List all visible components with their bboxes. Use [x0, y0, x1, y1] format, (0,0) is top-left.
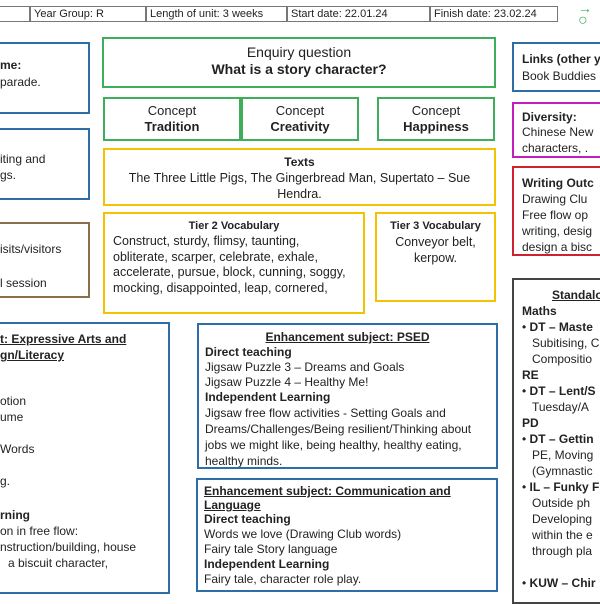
theme-title: me:: [0, 58, 22, 72]
standalone-title: Standalo: [552, 288, 600, 302]
tier3-body: Conveyor belt, kerpow.: [395, 235, 476, 265]
re-heading: RE: [522, 368, 539, 382]
diversity-title: Diversity:: [522, 110, 577, 124]
theme-text: parade.: [0, 75, 41, 89]
texts-title: Texts: [284, 155, 315, 169]
maths-line-2: Subitising, C: [532, 336, 600, 350]
writing-box: iting and gs.: [0, 128, 90, 200]
tier3-vocabulary-box: Tier 3 Vocabulary Conveyor belt, kerpow.: [375, 212, 496, 302]
enquiry-question: What is a story character?: [211, 61, 387, 77]
expressive-line-1: otion: [0, 394, 27, 408]
pd-heading: PD: [522, 416, 539, 430]
writing-outcome-title: Writing Outc: [522, 176, 594, 190]
standalone-box: Standalo Maths • DT – Maste Subitising, …: [512, 278, 600, 604]
concept-label: Concept: [147, 103, 197, 118]
maths-heading: Maths: [522, 304, 557, 318]
unit-length-cell: Length of unit: 3 weeks: [146, 6, 287, 22]
il-line-4: within the e: [532, 528, 593, 542]
links-text: Book Buddies: [522, 69, 597, 83]
texts-body: The Three Little Pigs, The Gingerbread M…: [128, 171, 471, 201]
cl-title: Enhancement subject: Communication and L…: [204, 484, 451, 512]
cl-direct-item-1: Words we love (Drawing Club words): [204, 527, 402, 541]
writing-outcome-box: Writing Outc Drawing Clu Free flow op wr…: [512, 166, 600, 256]
il-line-5: through pla: [532, 544, 593, 558]
concept-box-creativity: Concept Creativity: [241, 97, 359, 141]
psed-direct-item-1: Jigsaw Puzzle 3 – Dreams and Goals: [205, 360, 405, 374]
writing-outcome-line-4: design a bisc: [522, 240, 593, 254]
tier2-body: Construct, sturdy, flimsy, taunting, obl…: [113, 234, 346, 295]
writing-line-1: iting and: [0, 152, 46, 166]
theme-box: me: parade.: [0, 42, 90, 114]
maths-line-3: Compositio: [532, 352, 593, 366]
pd-line-3: (Gymnastic: [532, 464, 593, 478]
tier2-vocabulary-box: Tier 2 Vocabulary Construct, sturdy, fli…: [103, 212, 365, 314]
maths-item: • DT – Maste: [522, 320, 593, 334]
visits-box: isits/visitors l session: [0, 222, 90, 298]
diversity-line-2: characters, .: [522, 141, 589, 155]
tier3-title: Tier 3 Vocabulary: [390, 220, 481, 232]
links-title: Links (other y: [522, 52, 600, 66]
expressive-line-2: ume: [0, 410, 24, 424]
logo-icon: →○: [578, 0, 592, 29]
expressive-line-7: nstruction/building, house: [0, 540, 137, 554]
psed-independent-item-1: Jigsaw free flow activities - Setting Go…: [205, 406, 472, 468]
writing-outcome-line-3: writing, desig: [522, 224, 593, 238]
re-item: • DT – Lent/S: [522, 384, 596, 398]
writing-line-2: gs.: [0, 168, 17, 182]
cl-independent-item-1: Fairy tale, character role play.: [204, 572, 362, 586]
concept-box-happiness: Concept Happiness: [377, 97, 495, 141]
concept-label: Concept: [411, 103, 461, 118]
expressive-line-4: g.: [0, 474, 11, 488]
concept-name: Tradition: [144, 119, 200, 134]
diversity-box: Diversity: Chinese New characters, .: [512, 102, 600, 158]
visits-line-1: isits/visitors: [0, 242, 62, 256]
tier2-title: Tier 2 Vocabulary: [188, 220, 280, 232]
writing-outcome-line-2: Free flow op: [522, 208, 589, 222]
expressive-line-3: Words: [0, 442, 35, 456]
psed-direct-heading: Direct teaching: [205, 345, 292, 359]
finish-date-cell: Finish date: 23.02.24: [430, 6, 558, 22]
expressive-line-8: a biscuit character,: [8, 556, 109, 570]
year-group-cell: Year Group: R: [30, 6, 146, 22]
links-box: Links (other y Book Buddies: [512, 42, 600, 92]
psed-direct-item-2: Jigsaw Puzzle 4 – Healthy Me!: [205, 375, 369, 389]
diversity-line-1: Chinese New: [522, 125, 594, 139]
header-blank-cell: [0, 6, 30, 22]
concept-box-tradition: Concept Tradition: [103, 97, 241, 141]
pd-item: • DT – Gettin: [522, 432, 594, 446]
psed-independent-heading: Independent Learning: [205, 390, 331, 404]
cl-independent-heading: Independent Learning: [204, 557, 330, 571]
re-line-2: Tuesday/A: [532, 400, 589, 414]
enquiry-label: Enquiry question: [246, 44, 352, 60]
start-date-cell: Start date: 22.01.24: [287, 6, 430, 22]
il-line-3: Developing: [532, 512, 593, 526]
concept-name: Happiness: [403, 119, 469, 134]
texts-box: Texts The Three Little Pigs, The Gingerb…: [103, 148, 496, 206]
il-line-2: Outside ph: [532, 496, 591, 510]
visits-line-3: l session: [0, 276, 47, 290]
enquiry-box: Enquiry question What is a story charact…: [102, 37, 496, 88]
il-item: • IL – Funky F: [522, 480, 600, 494]
pd-line-2: PE, Moving: [532, 448, 594, 462]
cl-direct-item-2: Fairy tale Story language: [204, 542, 338, 556]
kuw-item: • KUW – Chir: [522, 576, 596, 590]
expressive-arts-box: t: Expressive Arts and gn/Literacy otion…: [0, 322, 170, 594]
psed-title: Enhancement subject: PSED: [265, 330, 430, 344]
writing-outcome-line-1: Drawing Clu: [522, 192, 588, 206]
cl-direct-heading: Direct teaching: [204, 512, 291, 526]
expressive-line-6: on in free flow:: [0, 524, 79, 538]
psed-box: Enhancement subject: PSED Direct teachin…: [197, 323, 498, 469]
concept-label: Concept: [275, 103, 325, 118]
expressive-title-2: gn/Literacy: [0, 348, 65, 362]
expressive-line-5: rning: [0, 508, 30, 522]
concept-name: Creativity: [270, 119, 330, 134]
expressive-title-1: t: Expressive Arts and: [0, 332, 127, 346]
communication-language-box: Enhancement subject: Communication and L…: [196, 478, 498, 592]
